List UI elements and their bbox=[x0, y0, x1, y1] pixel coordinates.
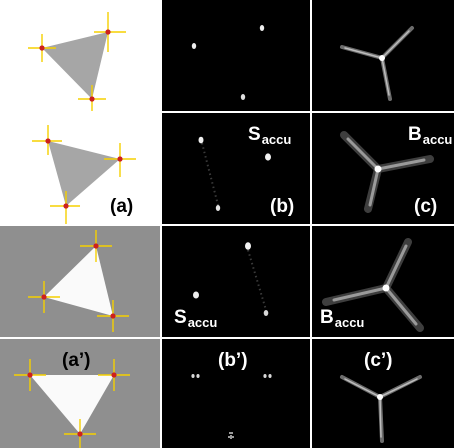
panel-a-row4: (a’) bbox=[0, 339, 160, 448]
corner-dot bbox=[110, 313, 116, 319]
panel-label: (a) bbox=[110, 196, 134, 217]
accumulator-points bbox=[191, 374, 272, 439]
symbol-label: Baccu bbox=[320, 307, 365, 330]
panel-c-row4: (c’) bbox=[312, 339, 454, 448]
corner-dot bbox=[41, 294, 47, 300]
panel-label: (c) bbox=[414, 196, 438, 217]
symbol-label: Saccu bbox=[248, 124, 292, 147]
panel-label: (b) bbox=[270, 196, 295, 217]
accumulator-star bbox=[340, 375, 422, 443]
symbol-label: Saccu bbox=[174, 307, 218, 330]
accumulator-star bbox=[340, 131, 434, 213]
triangle-shape bbox=[28, 12, 126, 111]
symbol-label: Baccu bbox=[408, 124, 453, 147]
panel-a-row2: (a) bbox=[0, 113, 160, 224]
accumulator-star bbox=[322, 238, 424, 332]
panel-c-row3: Baccu bbox=[312, 226, 454, 337]
corner-dot bbox=[27, 372, 33, 378]
accumulator-points bbox=[191, 25, 265, 100]
panel-b-row4: (b’) bbox=[162, 339, 310, 448]
panel-b-row2: Saccu (b) bbox=[162, 113, 310, 224]
panel-label: (a’) bbox=[62, 350, 91, 371]
triangle-shape bbox=[32, 125, 136, 224]
corner-dot bbox=[77, 431, 83, 437]
triangle-shape bbox=[14, 359, 130, 448]
accumulator-points bbox=[198, 136, 271, 211]
corner-dot bbox=[45, 138, 51, 144]
corner-dot bbox=[39, 45, 45, 51]
corner-dot bbox=[89, 96, 95, 102]
corner-dot bbox=[63, 203, 69, 209]
panel-b-row1 bbox=[162, 0, 310, 111]
corner-dot bbox=[111, 372, 117, 378]
panel-label: (b’) bbox=[218, 350, 248, 371]
triangle-shape bbox=[28, 230, 129, 332]
panel-a-row3 bbox=[0, 226, 160, 337]
accumulator-points bbox=[193, 242, 269, 316]
corner-dot bbox=[93, 243, 99, 249]
corner-dot bbox=[117, 156, 123, 162]
panel-c-row2: Baccu (c) bbox=[312, 113, 454, 224]
accumulator-star bbox=[340, 26, 414, 101]
panel-a-row1 bbox=[0, 0, 160, 111]
panel-b-row3: Saccu bbox=[162, 226, 310, 337]
corner-dot bbox=[105, 29, 111, 35]
panel-label: (c’) bbox=[364, 350, 393, 371]
panel-c-row1 bbox=[312, 0, 454, 111]
